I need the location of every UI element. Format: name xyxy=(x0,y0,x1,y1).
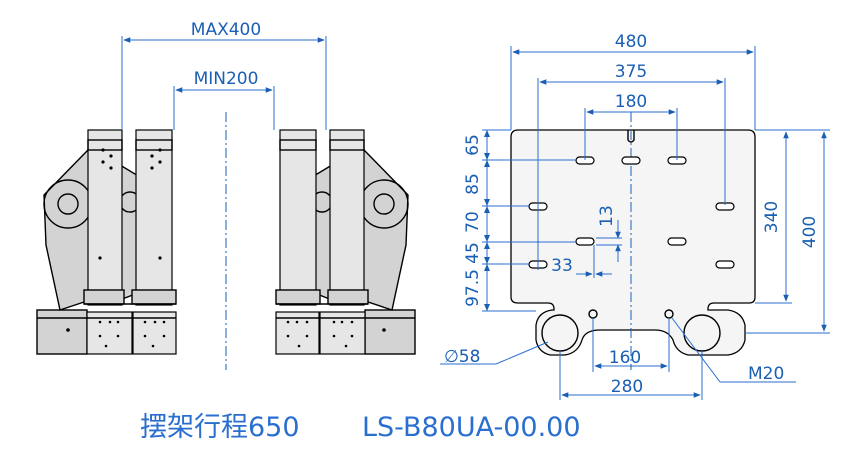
left-base-outer xyxy=(36,309,88,355)
dim-hole-diameter: ∅58 xyxy=(444,347,480,367)
left-base-pad-a xyxy=(86,311,133,355)
dim-33: 33 xyxy=(551,256,573,276)
dim-340: 340 xyxy=(762,201,782,233)
plate-view: 480 375 180 65 85 70 45 97.5 xyxy=(440,32,830,400)
dim-13: 13 xyxy=(597,205,617,227)
left-column-a xyxy=(87,129,123,306)
dim-180: 180 xyxy=(615,92,647,112)
dim-160: 160 xyxy=(609,348,641,368)
dim-65: 65 xyxy=(463,134,483,156)
dim-97-5: 97.5 xyxy=(463,269,483,307)
front-view: MAX400 MIN200 xyxy=(36,20,416,370)
part-number: LS-B80UA-00.00 xyxy=(362,412,581,443)
dim-thread: M20 xyxy=(748,364,784,384)
left-base-pad-b xyxy=(132,311,177,355)
dim-375: 375 xyxy=(615,62,647,82)
mounting-plate xyxy=(510,129,756,356)
dim-max-stroke: MAX400 xyxy=(191,20,261,40)
dim-min-stroke: MIN200 xyxy=(194,69,259,89)
dim-85: 85 xyxy=(463,173,483,195)
dim-280: 280 xyxy=(611,377,643,397)
dim-70: 70 xyxy=(463,211,483,233)
left-column-b xyxy=(135,129,173,306)
dim-480: 480 xyxy=(615,32,647,52)
dim-400: 400 xyxy=(800,216,820,248)
left-pivot-inner xyxy=(57,193,79,215)
dim-45: 45 xyxy=(463,242,483,264)
drawing-caption: 摆架行程650 xyxy=(140,412,300,443)
